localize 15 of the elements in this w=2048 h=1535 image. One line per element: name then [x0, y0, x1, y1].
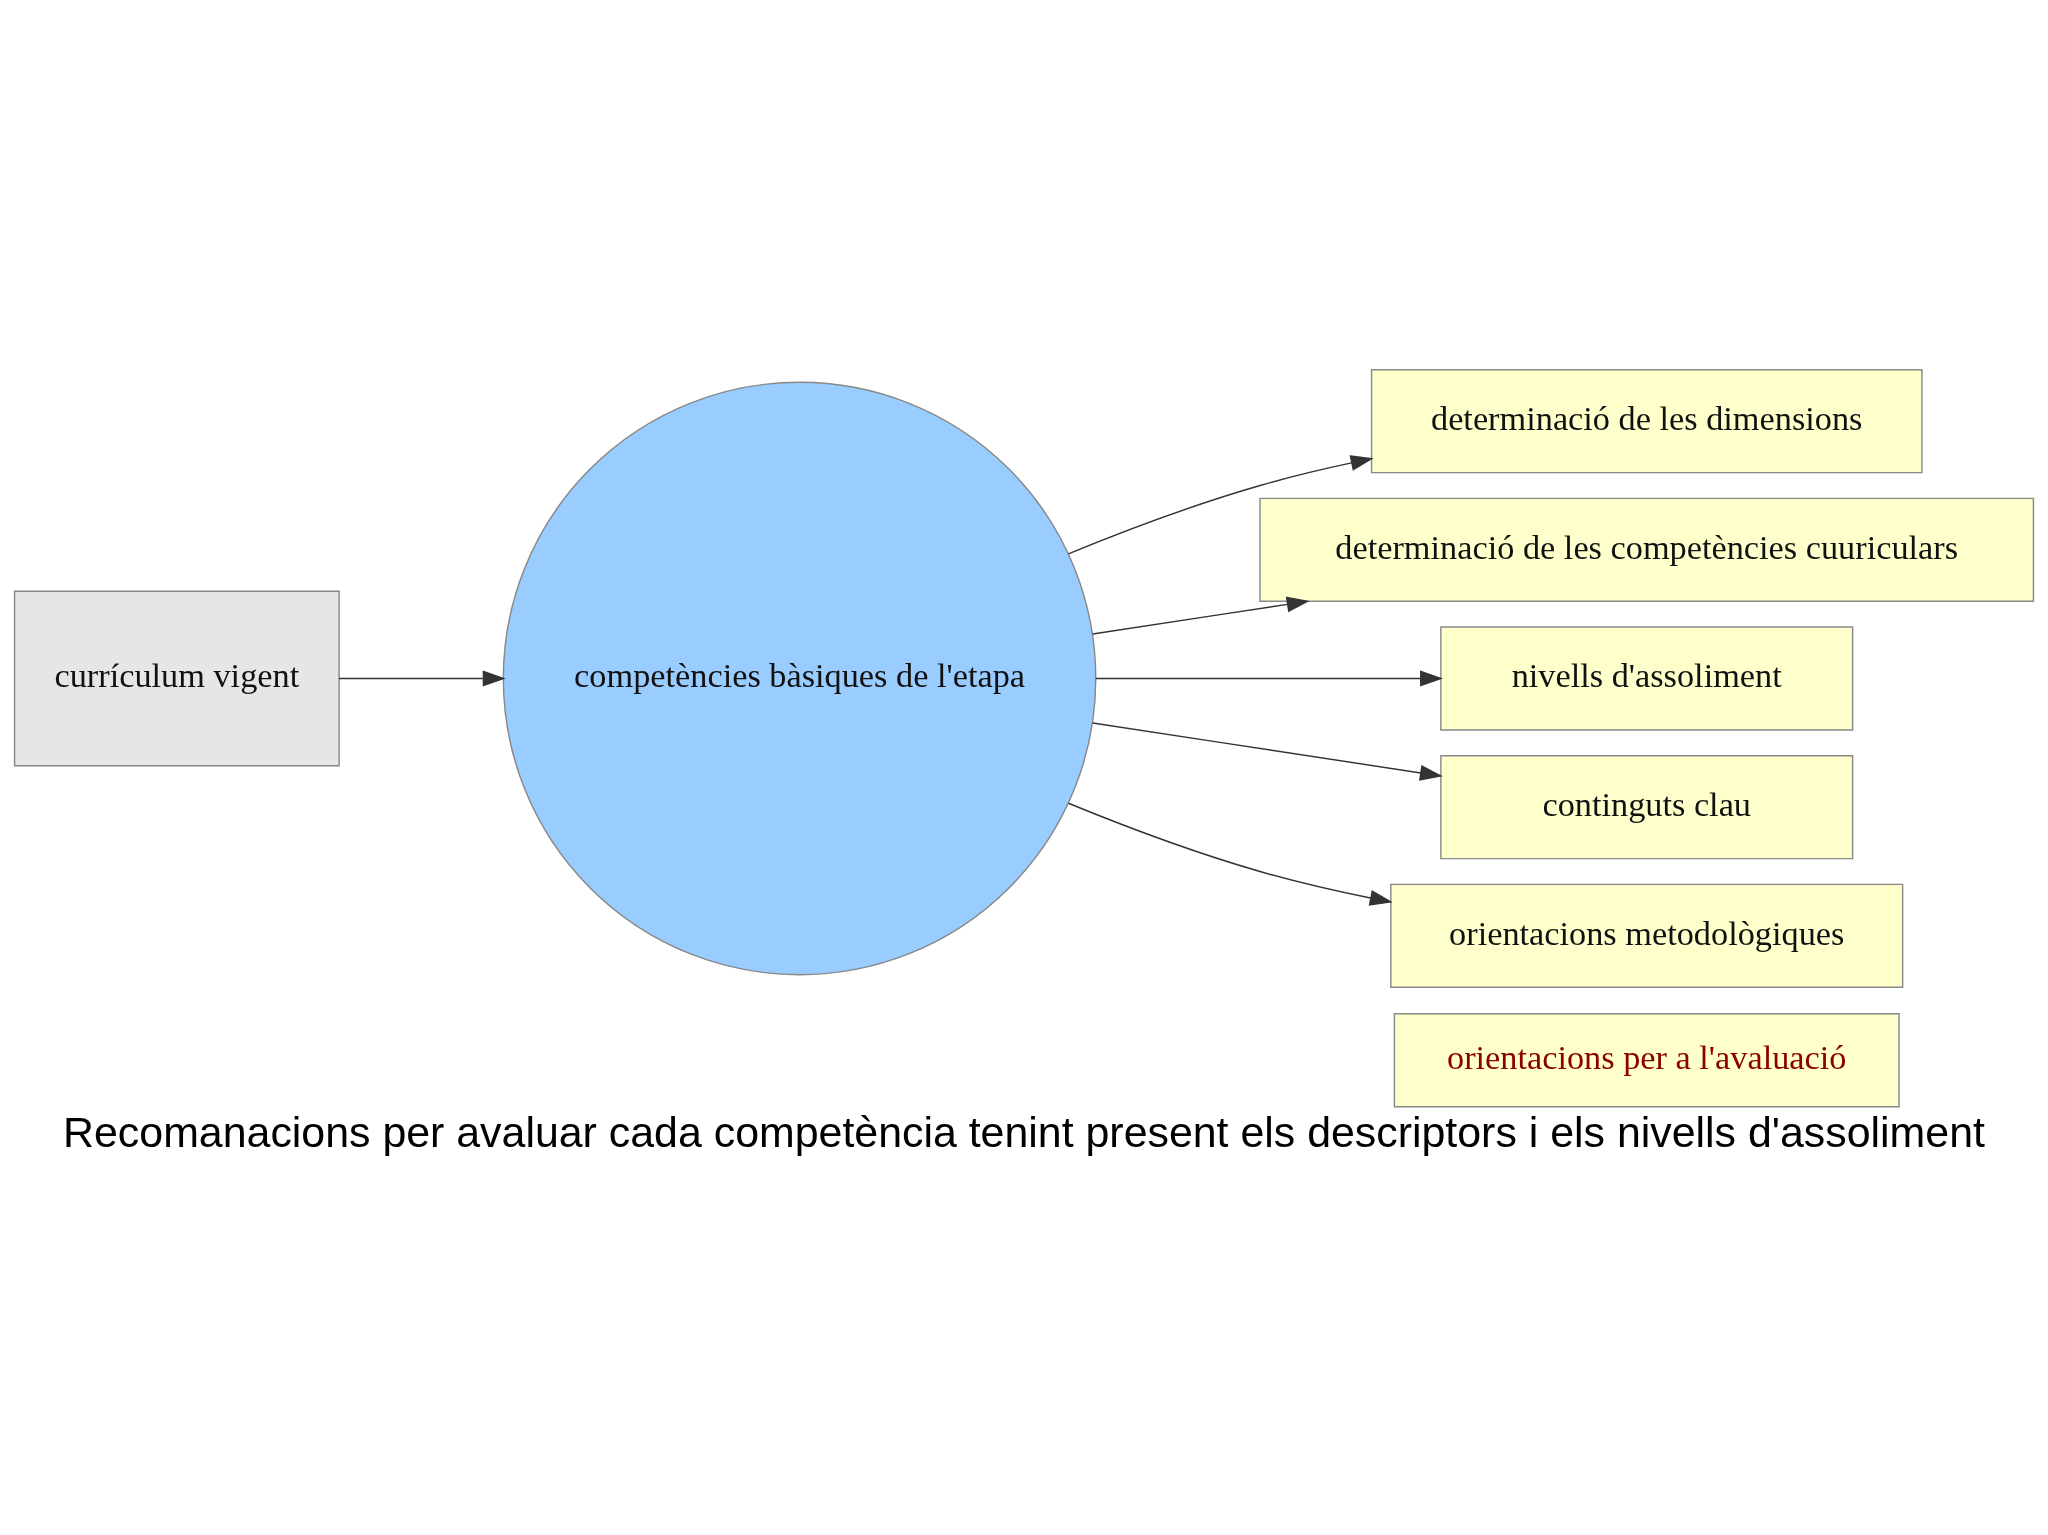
arrow — [1094, 670, 1443, 687]
arrow — [1092, 596, 1310, 635]
node-box: currículum vigent — [13, 590, 340, 767]
node-box: orientacions per a l'avaluació — [1393, 1013, 1900, 1108]
arrow — [338, 670, 506, 687]
node-box: orientacions metodològiques — [1390, 883, 1904, 988]
arrow — [1067, 455, 1374, 555]
node-box: determinació de les dimensions — [1370, 369, 1923, 474]
arrow — [1067, 802, 1393, 906]
node-box: nivells d'assoliment — [1440, 626, 1854, 731]
arrow — [1092, 722, 1443, 781]
node-box: continguts clau — [1440, 755, 1854, 860]
node-box: determinació de les competències cuuriculars — [1259, 497, 2035, 603]
node-circle: competències bàsiques de l'etapa — [502, 381, 1097, 976]
caption: Recomanacions per avaluar cada competència tenint present els descriptors i els nivells d'assoliment — [63, 1107, 1985, 1156]
